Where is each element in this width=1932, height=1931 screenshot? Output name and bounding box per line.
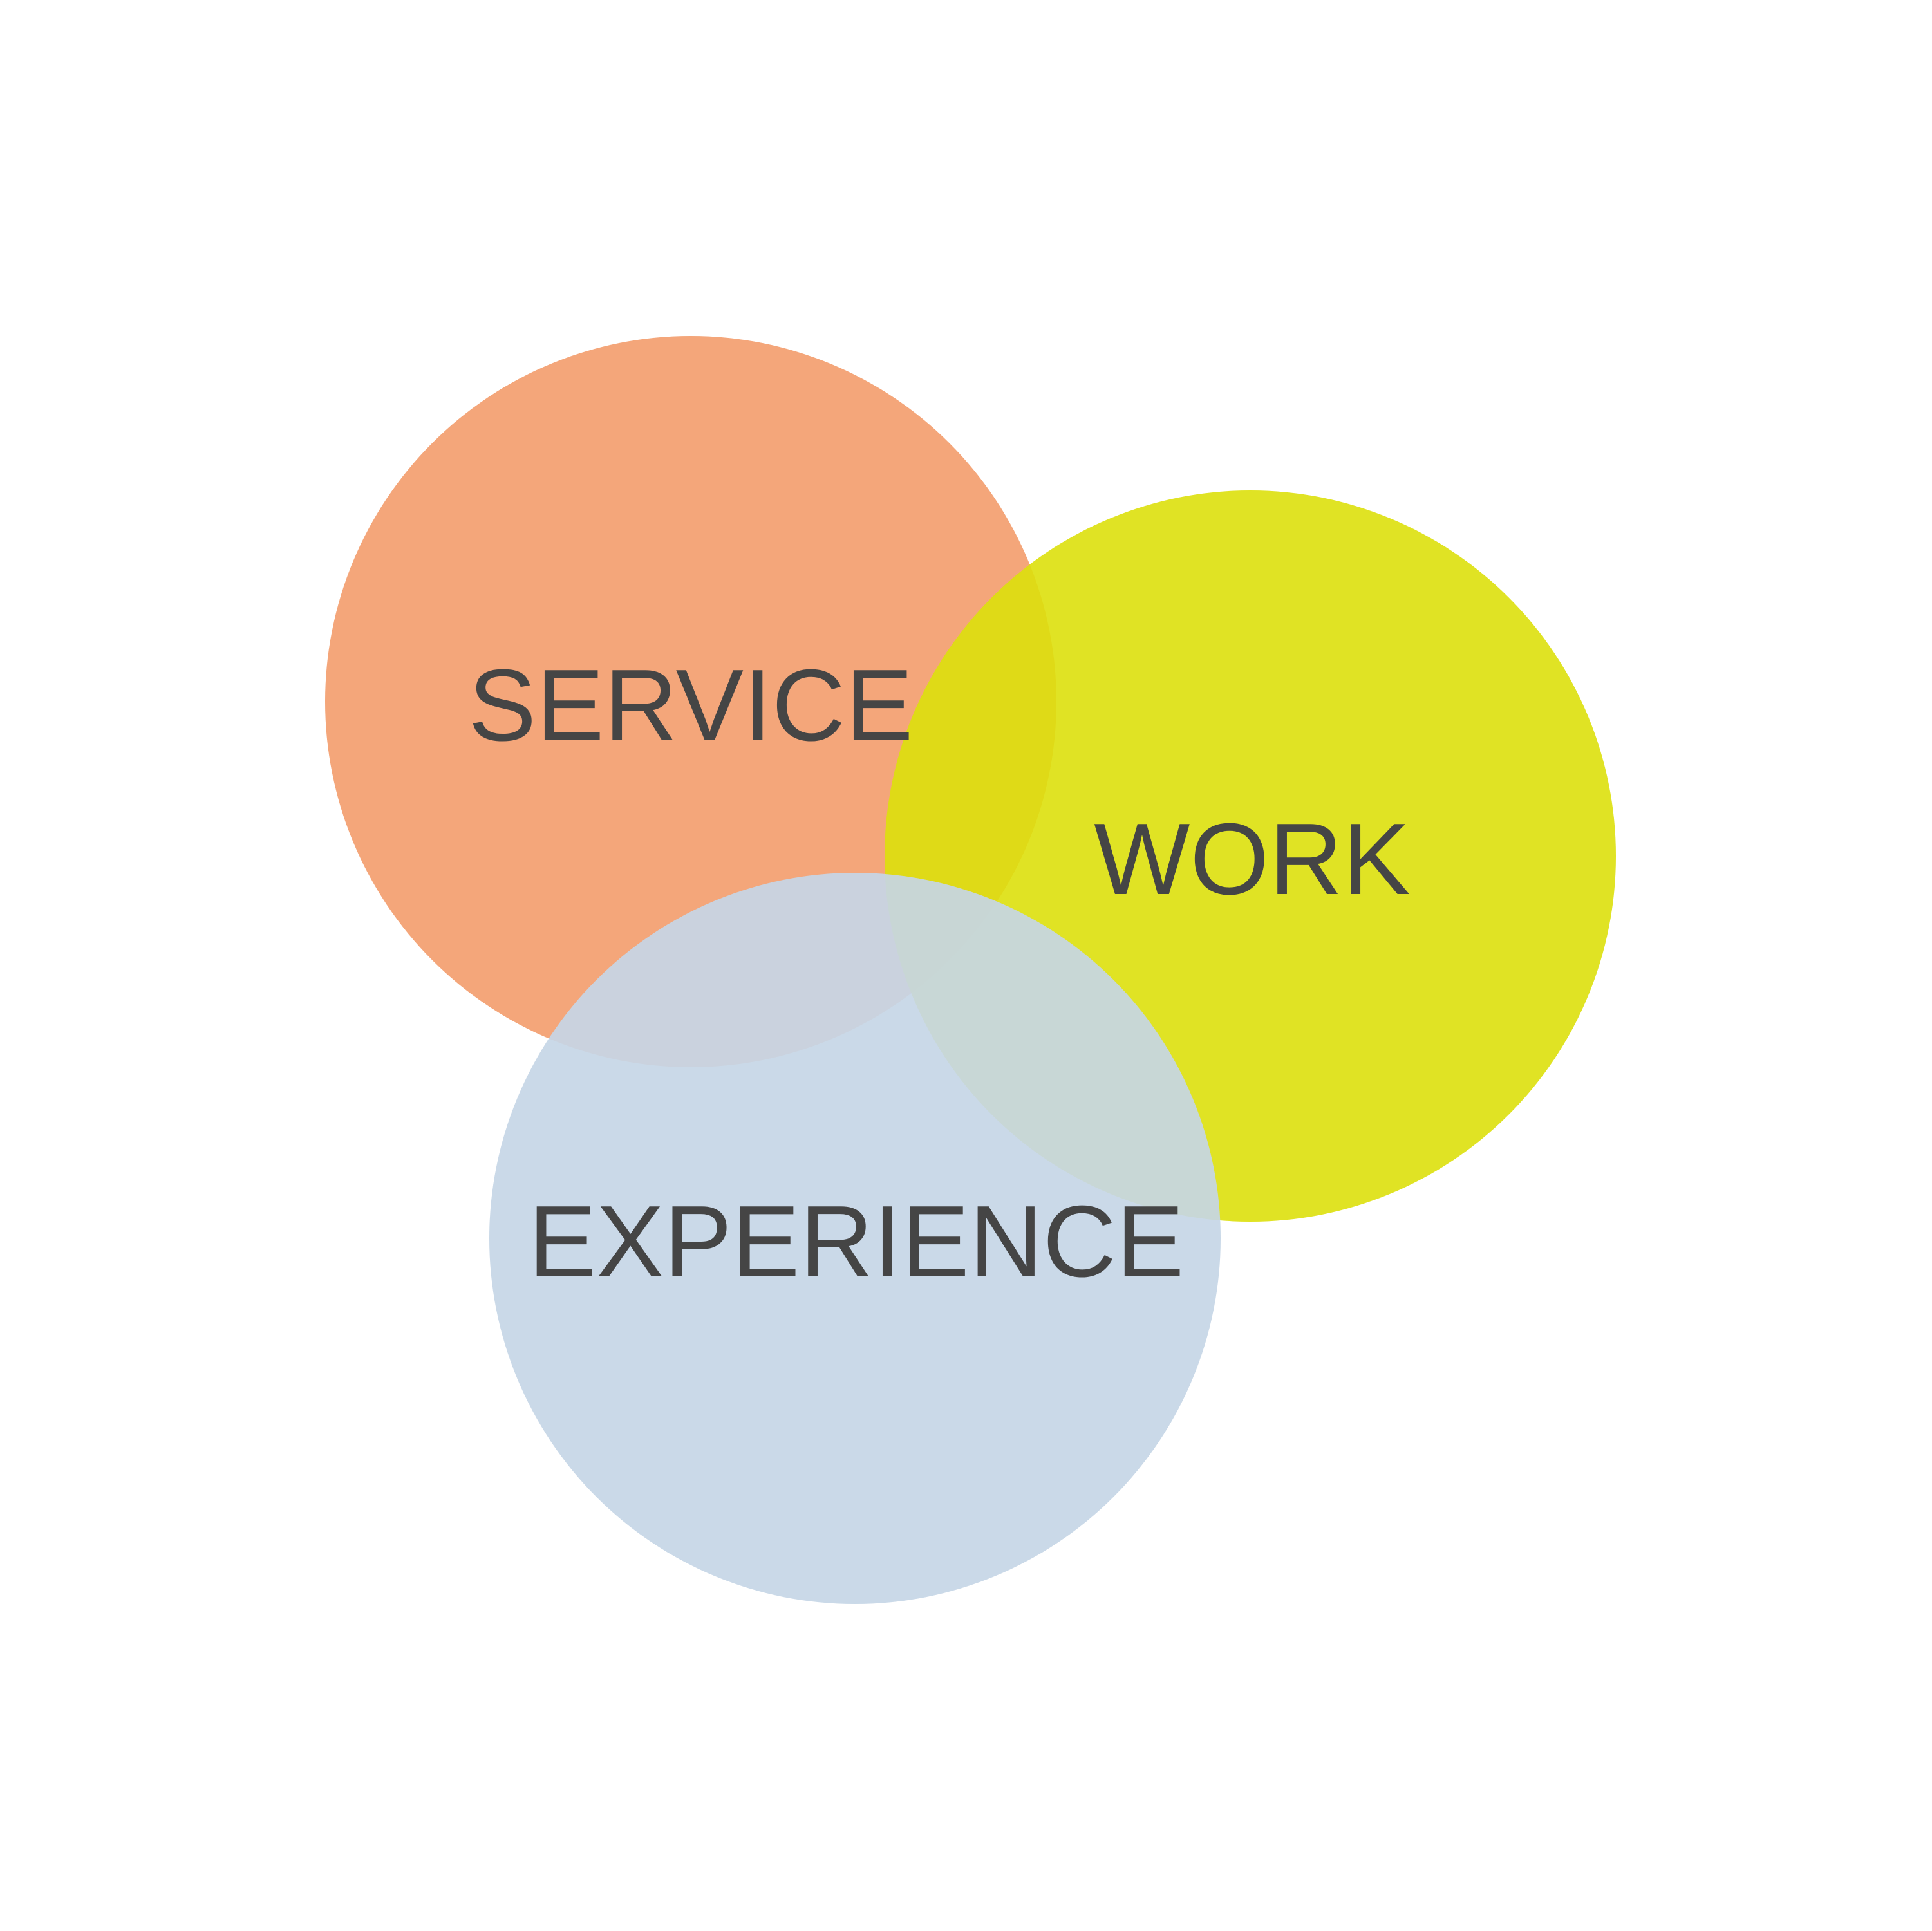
service-label: SERVICE	[469, 649, 914, 762]
experience-circle	[489, 873, 1221, 1604]
experience-label: EXPERIENCE	[529, 1185, 1185, 1298]
work-label: WORK	[1094, 803, 1411, 916]
